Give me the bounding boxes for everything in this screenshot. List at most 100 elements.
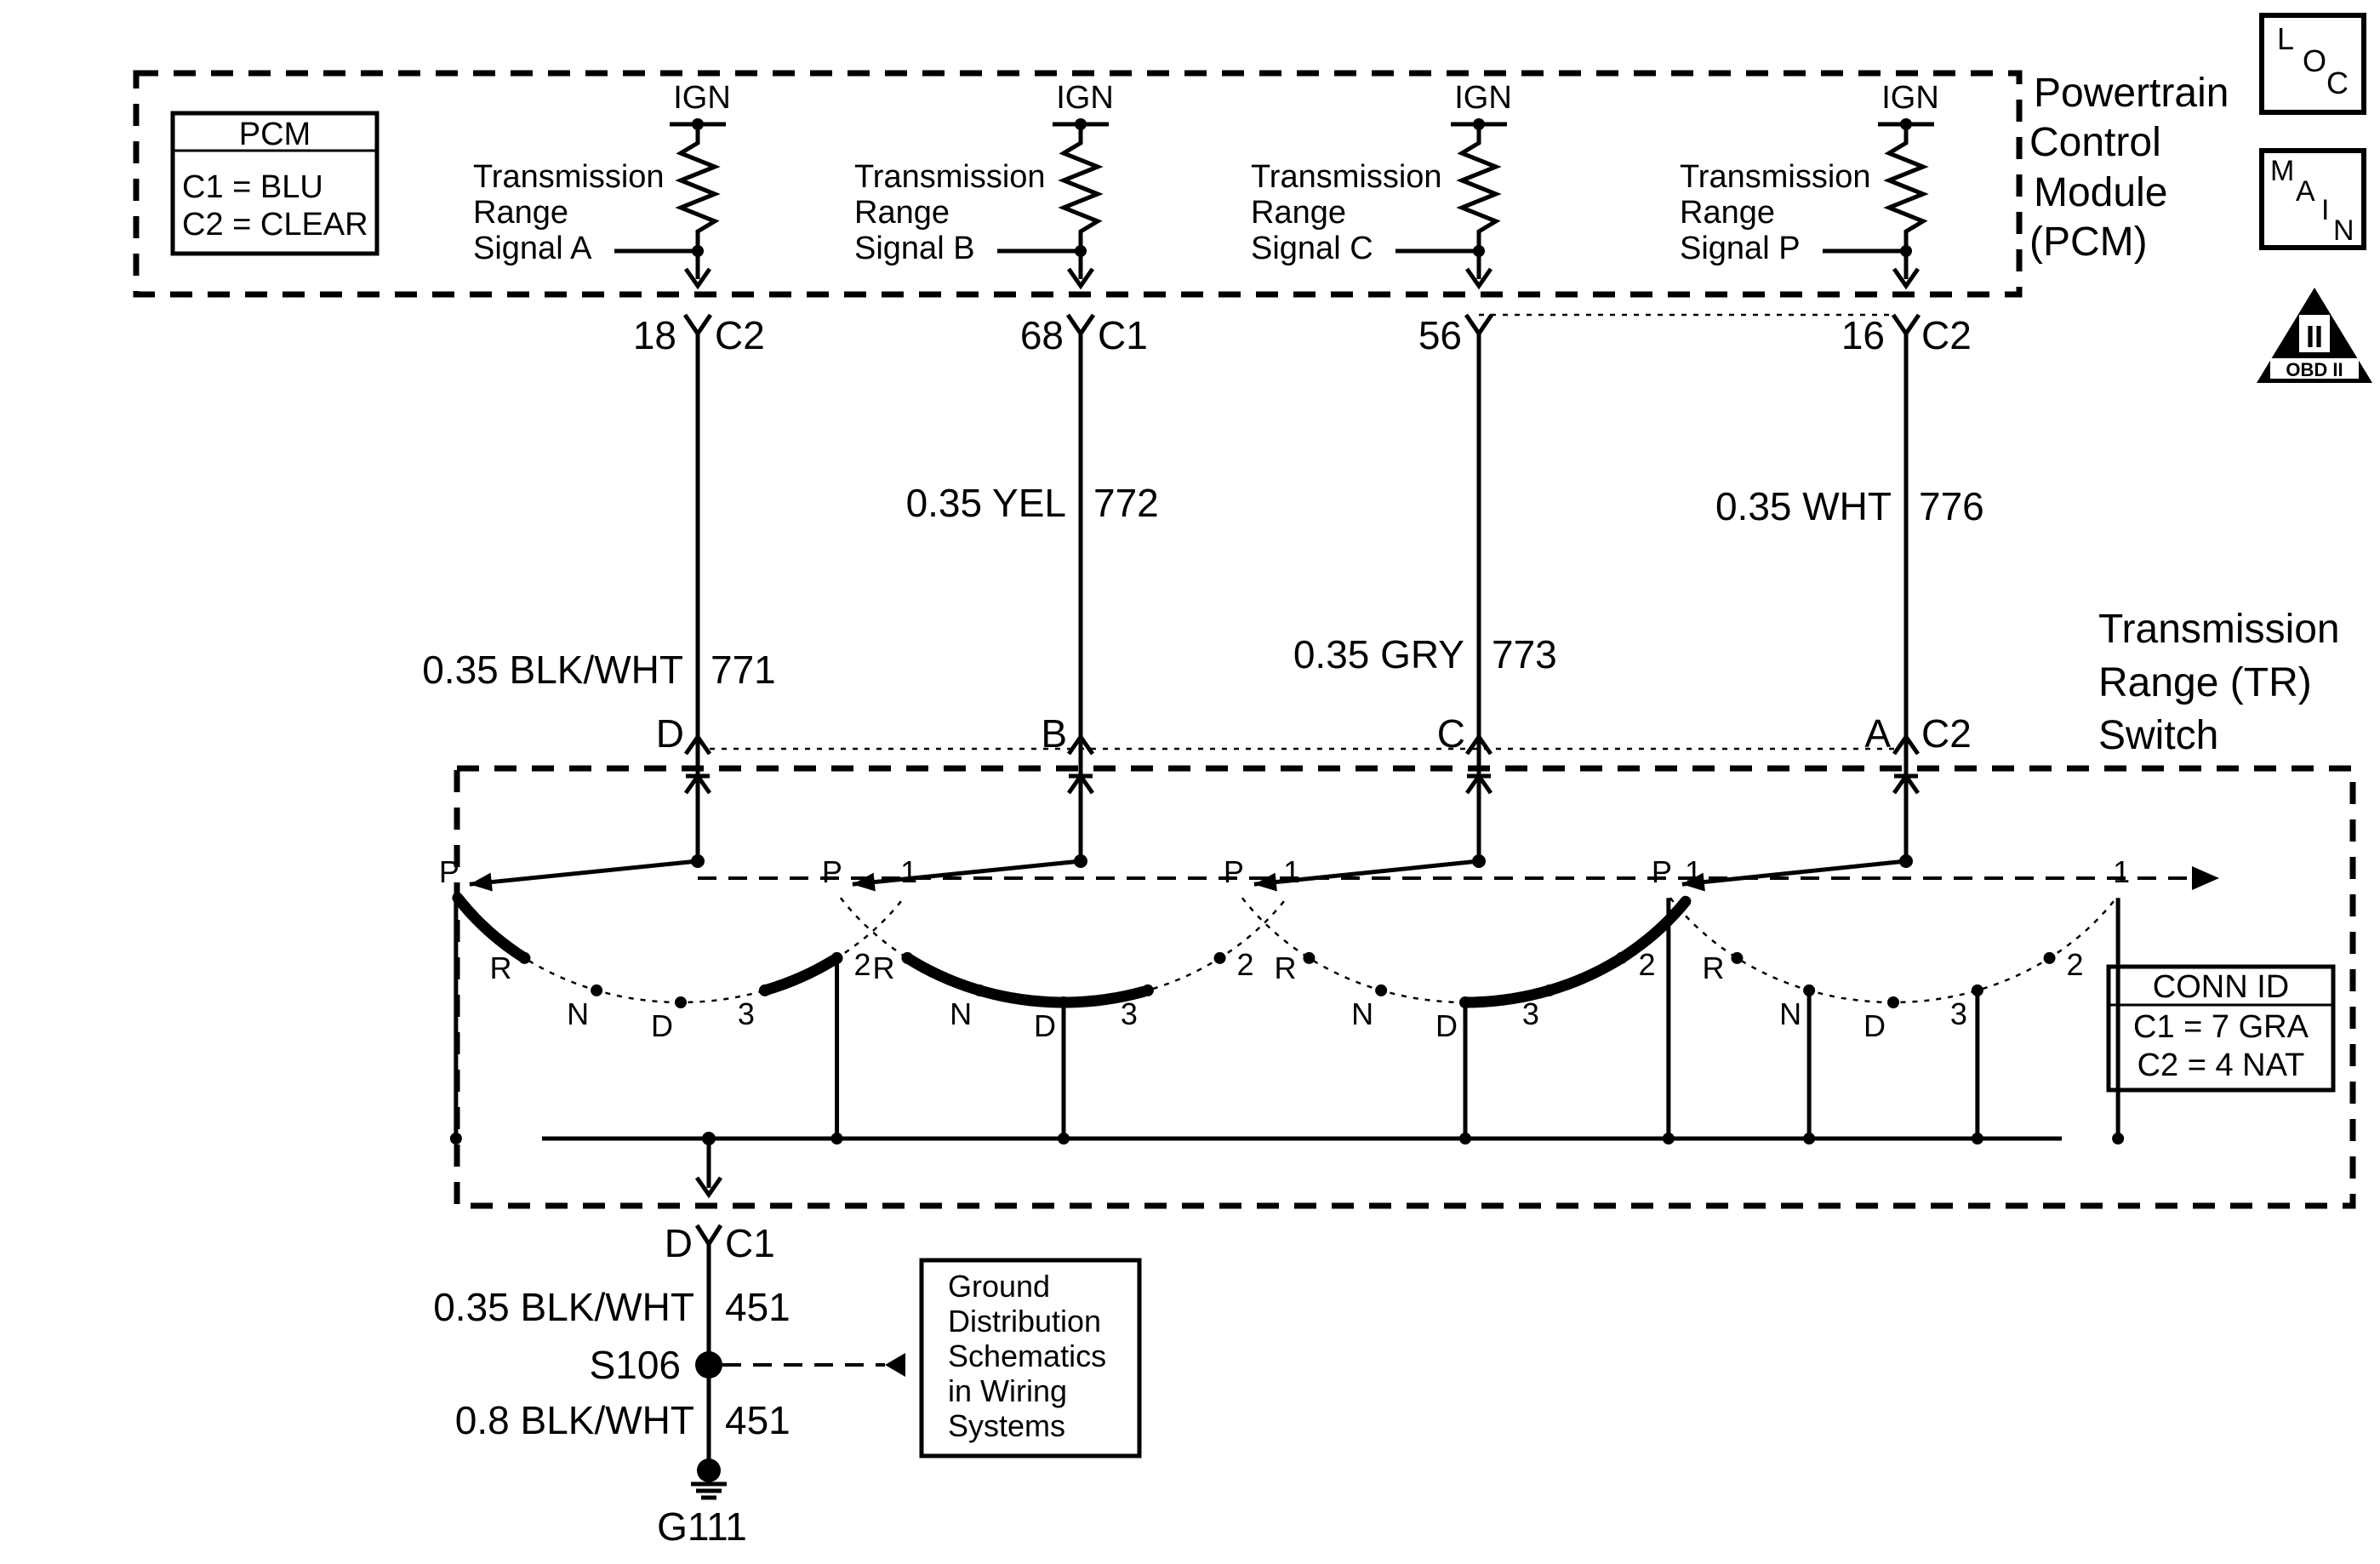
tr-position-dot [591,984,603,996]
conn-id-header: CONN ID [2153,969,2289,1005]
ground-circuit: D C1 0.35 BLK/WHT 451 S106 0.8 BLK/WHT 4… [433,1221,905,1549]
pcm-legend-header: PCM [239,117,311,152]
tr-gear-label-1: 1 [900,854,917,889]
tr-gear-label-2: 2 [2067,947,2084,982]
signal-c-line-1: Transmission [1251,159,1442,195]
tr-position-dot [518,951,531,964]
tr-gear-label-3: 3 [1121,996,1138,1031]
ground-conn: C1 [725,1221,775,1265]
tr-gear-label-d: D [651,1008,673,1043]
pcm-legend-c1: C1 = BLU [182,169,323,205]
pcm-legend-c2: C2 = CLEAR [182,207,368,243]
tr-closed-contact [901,952,1150,1008]
tr-gear-label-n: N [1351,996,1373,1031]
pcm-pin-c: 56 [1418,313,1462,357]
ref-line-5: Systems [948,1408,1065,1443]
wire-773-gauge: 0.35 GRY [1293,632,1464,676]
tr-position-dot [2043,951,2056,964]
tr-gear-label-2: 2 [1639,947,1656,982]
pcm-title-line-3: Module [2034,170,2167,215]
tr-wiper [1253,859,1480,887]
pcm-signal-c: IGN Transmission Range Signal C [1251,80,1512,290]
signal-p-line-1: Transmission [1680,159,1871,195]
tr-gear-label-p: P [439,854,459,889]
tr-position-dot [1375,984,1388,996]
pcm-pin-p: 16 [1841,313,1885,357]
main-letter-m: M [2270,155,2294,187]
wire-772-gauge: 0.35 YEL [906,481,1066,525]
tr-closed-contact [452,892,530,964]
pcm-connector-pins: 18 C2 68 C1 56 16 C2 [633,313,1972,357]
ground-id: G111 [657,1504,747,1549]
tr-gear-label-p: P [1652,854,1672,889]
tr-gear-label-3: 3 [1950,996,1967,1031]
tr-wiper [1681,859,1907,887]
tr-title-line-3: Switch [2098,713,2218,758]
ref-line-3: Schematics [948,1339,1106,1373]
tr-position-dot [1887,996,1899,1008]
pcm-pin-a: 18 [633,313,676,357]
tr-wiper [469,859,699,887]
tr-gear-label-p: P [1224,854,1244,889]
pcm-conn-a: C2 [715,313,765,357]
reference-arrow [885,1353,905,1377]
tr-contact-arc [839,897,1288,1004]
wire-776-gauge: 0.35 WHT [1715,484,1892,528]
loc-letter-l: L [2277,21,2294,56]
signal-p-line-2: Range [1680,195,1775,231]
tr-switch-boundary [454,765,2356,1209]
signal-a-line-3: Signal A [473,231,592,266]
ign-label: IGN [673,80,731,116]
tr-gear-label-2: 2 [1237,947,1254,982]
pcm-pin-b: 68 [1020,313,1064,357]
ref-line-1: Ground [948,1269,1050,1304]
pcm-title-line-4: (PCM) [2029,220,2148,265]
tr-contact-arc [1669,897,2118,1004]
tr-position-dot [1615,951,1628,964]
tr-position-dot [1141,984,1154,996]
tr-connector-pins: D B C A C2 [656,711,1972,795]
ground-wire2-gauge: 0.8 BLK/WHT [455,1398,694,1442]
tr-contact-arc [1241,897,1690,1004]
tr-position-dot [1543,984,1555,996]
obd-ii-icon[interactable]: II OBD II [2257,288,2372,383]
wire-771-circuit: 771 [711,648,776,692]
ground-pin: D [665,1221,693,1265]
loc-icon[interactable]: L O C [2259,13,2366,115]
tr-position-dot [901,951,914,964]
ground-wire1-circuit: 451 [725,1285,790,1329]
tr-position-dot [758,984,771,996]
wire-771-gauge: 0.35 BLK/WHT [422,648,683,692]
main-letter-a: A [2296,175,2315,208]
loc-letter-c: C [2326,66,2349,100]
pcm-signal-p: IGN Transmission Range Signal P [1680,80,1939,290]
tr-gear-label-d: D [1435,1008,1458,1043]
pcm-title-line-1: Powertrain [2034,71,2229,116]
tr-gear-label-1: 1 [2113,854,2130,889]
tr-gear-label-2: 2 [854,947,871,982]
tr-position-dot [973,984,986,996]
ign-label: IGN [1881,80,1939,116]
main-icon[interactable]: M A I N [2259,148,2366,250]
splice-label: S106 [590,1343,681,1387]
tr-wiper-arrowhead [852,872,876,892]
tr-closed-contact [759,955,839,996]
signal-a-line-2: Range [473,195,568,231]
tr-gear-label-r: R [872,950,894,985]
pcm-title-line-2: Control [2029,120,2161,165]
splice-s106 [695,1351,722,1378]
tr-gear-label-d: D [1863,1008,1886,1043]
signal-b-line-3: Signal B [854,231,975,266]
pcm-conn-p: C2 [1921,313,1972,357]
obd-numeral: II [2306,319,2323,354]
tr-gear-label-n: N [567,996,589,1031]
pcm-signal-a: IGN Transmission Range Signal A [473,80,731,290]
tr-wiper-arrowhead [1253,872,1277,892]
ign-label: IGN [1056,80,1114,116]
pcm-connector-legend: PCM C1 = BLU C2 = CLEAR [170,111,380,256]
tr-gear-label-3: 3 [1522,996,1539,1031]
loc-letter-o: O [2303,43,2326,78]
obd-label: OBD II [2286,359,2343,380]
